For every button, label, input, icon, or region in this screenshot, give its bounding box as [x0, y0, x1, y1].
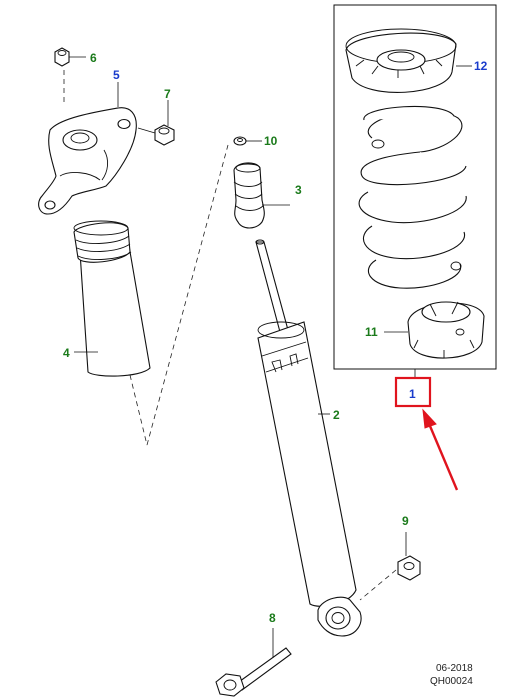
coil-spring [358, 105, 467, 289]
footer-code: QH00024 [430, 676, 473, 687]
part-11-lower-seat [384, 301, 485, 359]
callout-3: 3 [295, 183, 302, 197]
part-7-nut [137, 100, 175, 146]
callout-5: 5 [113, 68, 120, 82]
part-4-dust-boot [73, 220, 151, 377]
guide-center [129, 144, 229, 446]
callout-12: 12 [474, 59, 488, 73]
callout-11: 11 [365, 325, 378, 339]
part-12-spring-seat [345, 28, 472, 93]
part-2-shock-absorber [255, 239, 362, 637]
callout-9: 9 [402, 514, 409, 528]
highlight-box [394, 376, 432, 408]
callout-6: 6 [90, 51, 97, 65]
callout-8: 8 [269, 611, 276, 625]
callout-2: 2 [333, 408, 340, 422]
footer-date: 06-2018 [436, 663, 473, 674]
red-arrow [422, 408, 459, 491]
callout-1: 1 [409, 387, 416, 401]
dashed-guides [63, 70, 229, 446]
callout-4: 4 [63, 346, 70, 360]
part-5-upper-mount [38, 82, 137, 215]
part-10-washer [233, 136, 262, 146]
part-8-bolt [215, 628, 292, 697]
part-3-bump-stop [233, 162, 290, 229]
callout-7: 7 [164, 87, 171, 101]
callout-10: 10 [264, 134, 278, 148]
part-9-nut [359, 532, 421, 601]
part-6-nut [54, 47, 86, 67]
